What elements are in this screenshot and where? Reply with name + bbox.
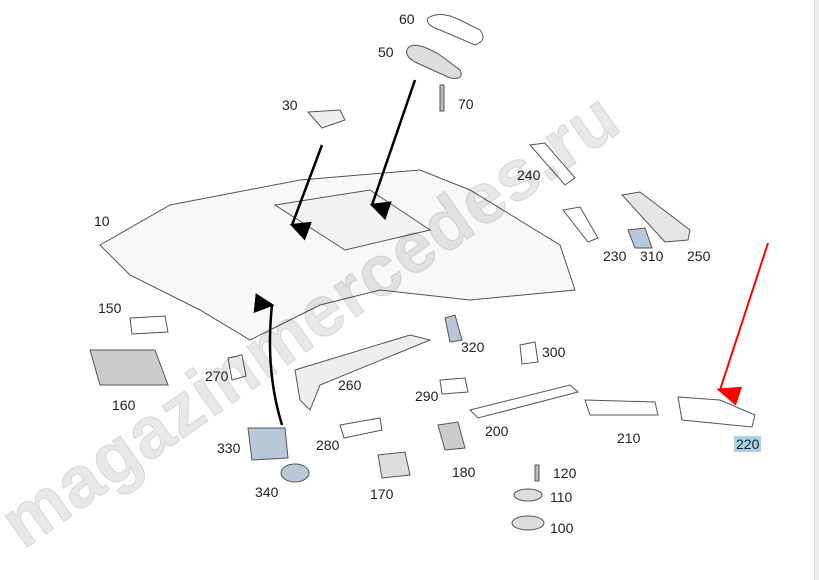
label-60[interactable]: 60: [399, 11, 415, 27]
label-100[interactable]: 100: [550, 520, 574, 536]
part-180: [437, 421, 466, 451]
part-240: [529, 142, 576, 186]
part-170: [377, 451, 411, 479]
part-110: [513, 488, 543, 502]
label-160[interactable]: 160: [112, 397, 136, 413]
label-300[interactable]: 300: [542, 344, 566, 360]
part-250: [621, 191, 691, 243]
label-210[interactable]: 210: [617, 430, 641, 446]
part-160: [89, 349, 169, 386]
part-320: [444, 314, 463, 343]
label-270[interactable]: 270: [205, 368, 229, 384]
part-300: [519, 341, 539, 365]
part-260: [294, 334, 432, 411]
label-50[interactable]: 50: [378, 44, 394, 60]
label-280[interactable]: 280: [316, 437, 340, 453]
part-60: [427, 14, 484, 46]
part-200: [469, 384, 580, 419]
part-280: [339, 417, 383, 439]
part-30: [306, 109, 346, 129]
leader-50: [369, 79, 417, 221]
label-70[interactable]: 70: [458, 96, 474, 112]
label-120[interactable]: 120: [553, 465, 577, 481]
leader-30: [289, 144, 324, 241]
label-220[interactable]: 220: [734, 436, 762, 452]
label-260[interactable]: 260: [338, 377, 362, 393]
part-340: [280, 463, 310, 483]
label-10[interactable]: 10: [94, 213, 110, 229]
part-50: [406, 44, 462, 79]
label-150[interactable]: 150: [98, 300, 122, 316]
red-arrow: [716, 242, 769, 406]
label-230[interactable]: 230: [603, 248, 627, 264]
label-200[interactable]: 200: [485, 423, 509, 439]
part-330: [247, 427, 289, 461]
label-330[interactable]: 330: [217, 440, 241, 456]
part-220: [677, 396, 756, 428]
leader-330: [253, 293, 284, 426]
part-70: [439, 84, 445, 112]
label-250[interactable]: 250: [687, 248, 711, 264]
scrollbar[interactable]: [814, 0, 819, 580]
label-320[interactable]: 320: [461, 339, 485, 355]
label-110[interactable]: 110: [550, 489, 573, 505]
part-290: [439, 377, 469, 395]
part-210: [584, 399, 659, 416]
part-120: [534, 464, 540, 482]
part-310: [627, 227, 653, 249]
part-10-headliner: [99, 169, 576, 341]
part-150: [129, 315, 169, 335]
part-100: [511, 515, 545, 531]
part-230: [562, 206, 599, 243]
label-340[interactable]: 340: [255, 484, 279, 500]
part-270: [227, 354, 247, 381]
label-290[interactable]: 290: [415, 388, 439, 404]
label-170[interactable]: 170: [370, 486, 394, 502]
label-240[interactable]: 240: [517, 167, 541, 183]
label-310[interactable]: 310: [640, 248, 664, 264]
label-180[interactable]: 180: [452, 464, 476, 480]
label-30[interactable]: 30: [282, 97, 298, 113]
